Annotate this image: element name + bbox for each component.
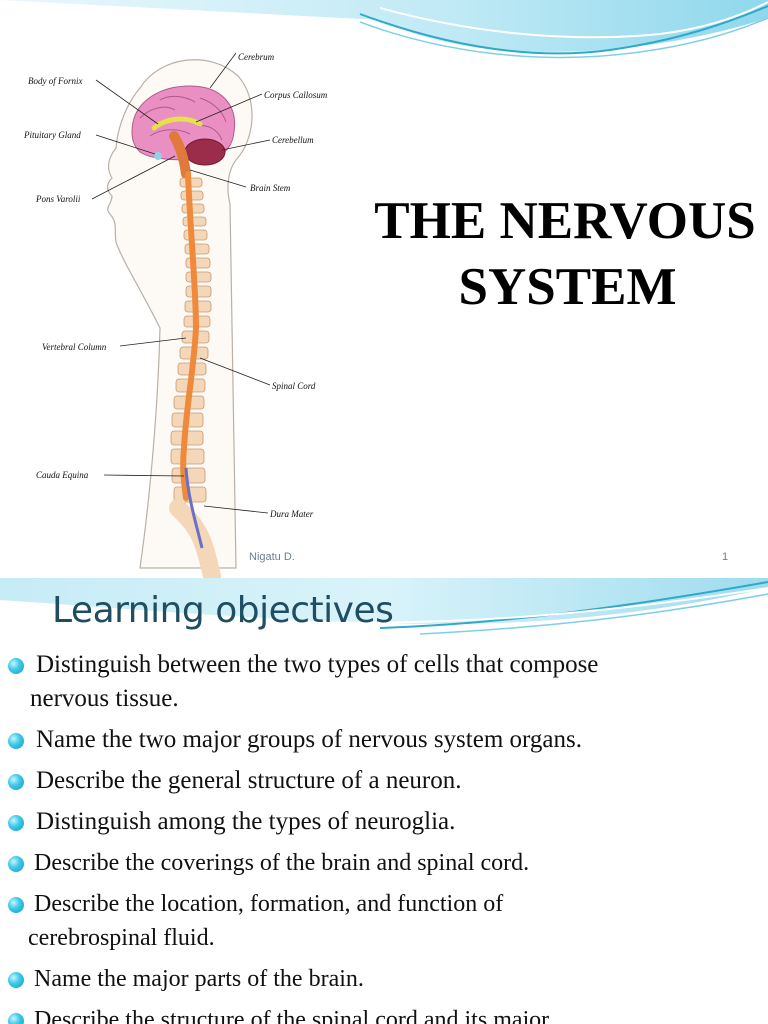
bullet-icon xyxy=(8,733,24,749)
objective-text: Describe the coverings of the brain and … xyxy=(34,850,530,876)
objectives-list: Distinguish between the two types of cel… xyxy=(0,648,768,1024)
label-body-of-fornix: Body of Fornix xyxy=(28,76,83,86)
nervous-system-figure: Cerebrum Body of Fornix Corpus Callosum … xyxy=(0,28,365,578)
footer-author: Nigatu D. xyxy=(249,551,295,563)
bullet-icon xyxy=(8,856,24,872)
objective-text: Describe the location, formation, and fu… xyxy=(34,891,504,917)
label-corpus-callosum: Corpus Callosum xyxy=(264,90,328,100)
title-line-1: THE NERVOUS xyxy=(374,192,756,250)
nervous-system-illustration: Cerebrum Body of Fornix Corpus Callosum … xyxy=(23,52,328,578)
label-spinal-cord: Spinal Cord xyxy=(272,381,316,391)
decorative-wave xyxy=(0,578,768,635)
label-cauda-equina: Cauda Equina xyxy=(36,470,89,480)
footer-page-number: 1 xyxy=(722,551,729,563)
bullet-icon xyxy=(8,897,24,913)
objective-text: Distinguish between the two types of cel… xyxy=(36,651,599,678)
objective-item: Describe the coverings of the brain and … xyxy=(0,846,768,880)
bullet-icon xyxy=(8,658,24,674)
bullet-icon xyxy=(8,1013,24,1024)
label-cerebellum: Cerebellum xyxy=(272,135,314,145)
objective-item: Distinguish among the types of neuroglia… xyxy=(0,805,768,839)
slide-title: THE NERVOUS SYSTEM xyxy=(355,188,768,320)
objective-item: Distinguish between the two types of cel… xyxy=(0,648,768,716)
decorative-wave xyxy=(0,0,768,59)
objectives-heading: Learning objectives xyxy=(52,590,394,631)
label-brain-stem: Brain Stem xyxy=(250,183,291,193)
objective-item: Name the major parts of the brain. xyxy=(0,962,768,996)
objectives-slide: Learning objectives Distinguish between … xyxy=(0,578,768,1024)
bullet-icon xyxy=(8,972,24,988)
objective-text: Name the two major groups of nervous sys… xyxy=(36,726,582,753)
label-dura-mater: Dura Mater xyxy=(269,509,314,519)
objective-text-continued: nervous tissue. xyxy=(30,685,179,712)
objective-text: Describe the structure of the spinal cor… xyxy=(34,1007,550,1024)
title-slide: Cerebrum Body of Fornix Corpus Callosum … xyxy=(0,0,768,578)
label-cerebrum: Cerebrum xyxy=(238,52,275,62)
objective-text-continued: cerebrospinal fluid. xyxy=(28,925,215,951)
bullet-icon xyxy=(8,815,24,831)
label-vertebral-column: Vertebral Column xyxy=(42,342,107,352)
bullet-icon xyxy=(8,774,24,790)
objective-item: Describe the general structure of a neur… xyxy=(0,764,768,798)
objective-text: Name the major parts of the brain. xyxy=(34,966,364,992)
label-pons-varolii: Pons Varolii xyxy=(35,194,81,204)
objective-text: Distinguish among the types of neuroglia… xyxy=(36,808,456,835)
objective-text: Describe the general structure of a neur… xyxy=(36,767,462,794)
objective-item: Describe the location, formation, and fu… xyxy=(0,887,768,955)
title-line-2: SYSTEM xyxy=(458,258,677,316)
objective-item: Describe the structure of the spinal cor… xyxy=(0,1003,768,1024)
objective-item: Name the two major groups of nervous sys… xyxy=(0,723,768,757)
label-pituitary-gland: Pituitary Gland xyxy=(23,130,81,140)
